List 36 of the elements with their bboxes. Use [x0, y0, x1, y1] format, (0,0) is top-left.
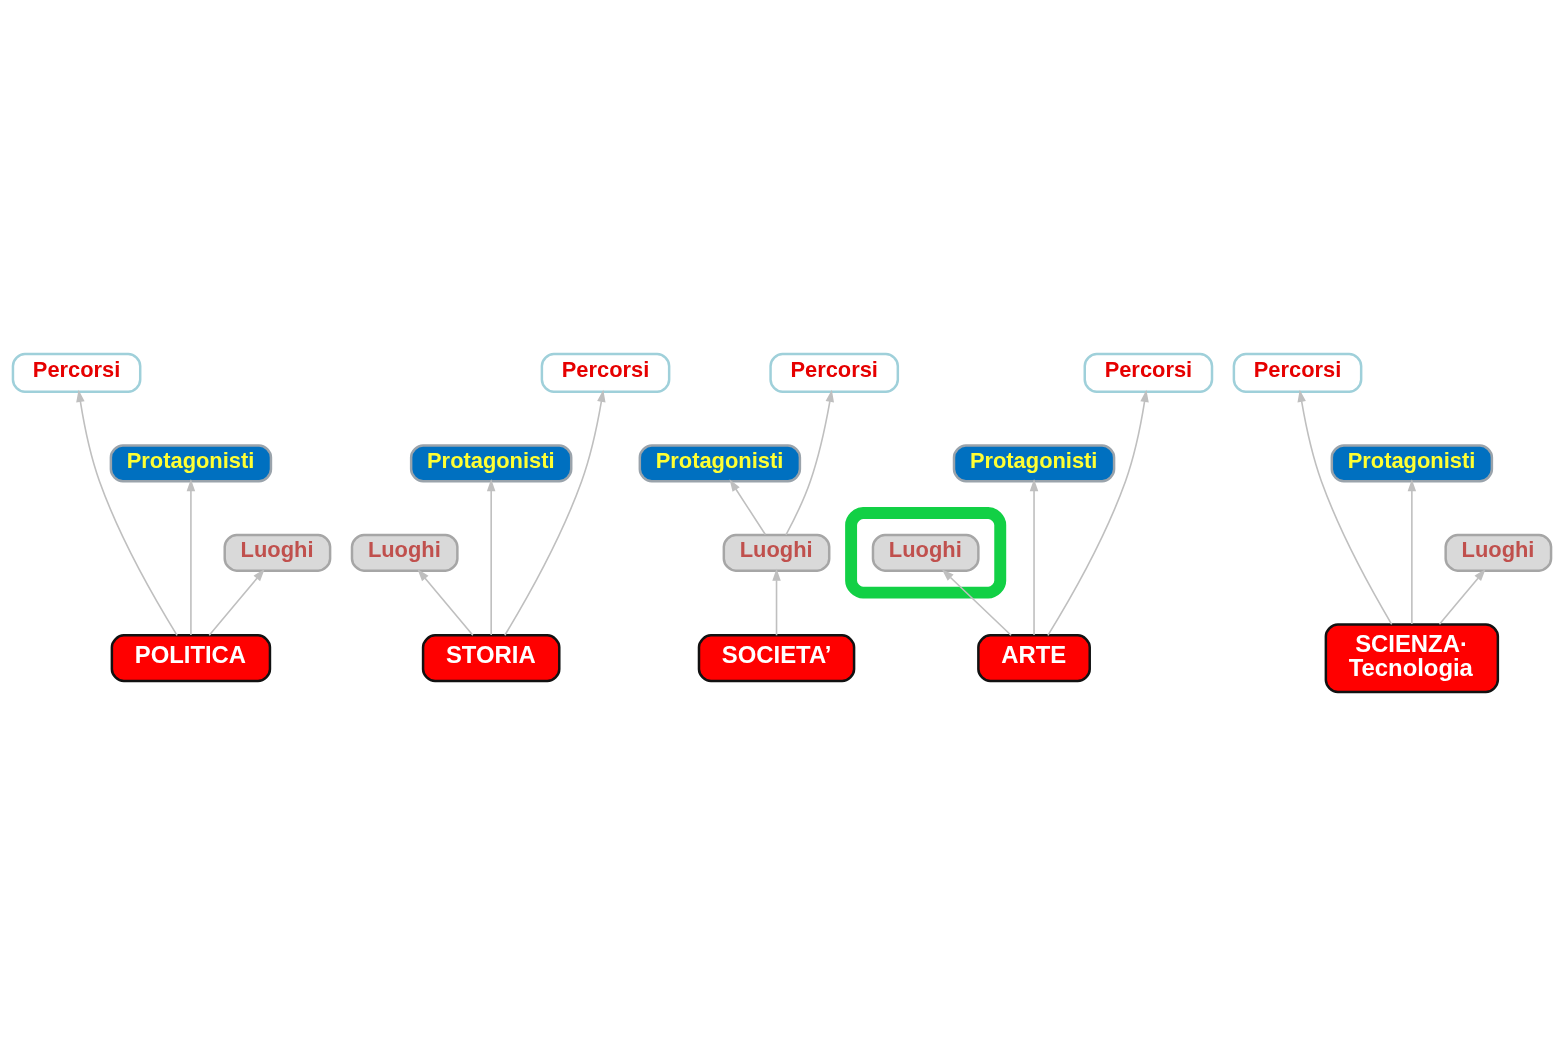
cluster: [845, 507, 1007, 599]
arrow: [1047, 389, 1149, 637]
arrow: [186, 479, 196, 636]
node-box: Percorsi: [769, 352, 900, 393]
arrow: [729, 479, 767, 536]
node-box: POLITICA: [110, 634, 272, 683]
node-box: SCIENZA· Tecnologia: [1324, 623, 1500, 694]
node-box: Luoghi: [1444, 533, 1553, 572]
node-box: Percorsi: [1232, 352, 1363, 393]
node-box: Luoghi: [871, 533, 980, 572]
arrow: [504, 389, 606, 637]
arrow: [941, 569, 1012, 637]
node-box: STORIA: [421, 634, 561, 683]
arrow: [785, 389, 834, 536]
arrow: [76, 389, 178, 637]
node-box: Protagonisti: [1330, 444, 1494, 483]
arrow: [417, 569, 474, 637]
node-box: Protagonisti: [409, 444, 573, 483]
node-box: ARTE: [977, 634, 1091, 683]
node-box: Luoghi: [722, 533, 831, 572]
arrow: [208, 569, 265, 637]
node-box: Luoghi: [350, 533, 459, 572]
node-box: Protagonisti: [109, 444, 273, 483]
node-box: SOCIETA’: [697, 634, 856, 683]
arrow: [772, 568, 781, 637]
node-box: Percorsi: [540, 352, 671, 393]
node-box: Protagonisti: [638, 444, 802, 483]
arrow: [486, 479, 496, 636]
arrow: [1407, 479, 1417, 625]
arrow: [1438, 569, 1486, 625]
node-box: Luoghi: [223, 533, 332, 572]
node-box: Percorsi: [11, 352, 142, 393]
arrow: [1297, 389, 1393, 626]
node-box: Percorsi: [1083, 352, 1214, 393]
arrow: [1029, 479, 1039, 636]
node-box: Protagonisti: [952, 444, 1116, 483]
